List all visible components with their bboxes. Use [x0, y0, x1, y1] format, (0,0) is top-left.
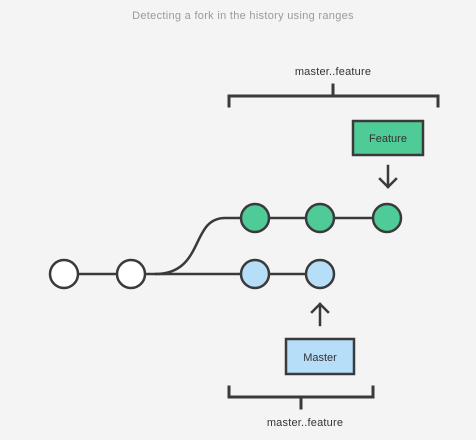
master-commits: [239, 258, 336, 290]
feature-arrow-down-icon: [378, 164, 398, 189]
feature-label-box: [351, 119, 425, 157]
commit-edges: [78, 216, 373, 276]
edge-fork-curve: [154, 216, 241, 276]
diagram-title: Detecting a fork in the history using ra…: [132, 10, 354, 22]
master-label-box: [284, 337, 356, 376]
commit-node: [48, 258, 80, 290]
base-commits: [48, 258, 147, 290]
feature-commits: [239, 202, 403, 234]
top-range-label: master..feature: [295, 66, 371, 78]
bottom-range-label: master..feature: [267, 417, 343, 429]
feature-commit-node: [371, 202, 403, 234]
commit-node: [115, 258, 147, 290]
master-label: Master: [303, 352, 337, 364]
feature-commit-node: [304, 202, 336, 234]
master-commit-node: [239, 258, 271, 290]
top-range-bracket: [227, 83, 440, 108]
feature-label: Feature: [369, 133, 407, 145]
bottom-range-bracket: [227, 385, 375, 410]
master-arrow-up-icon: [310, 302, 330, 327]
master-commit-node: [304, 258, 336, 290]
feature-commit-node: [239, 202, 271, 234]
